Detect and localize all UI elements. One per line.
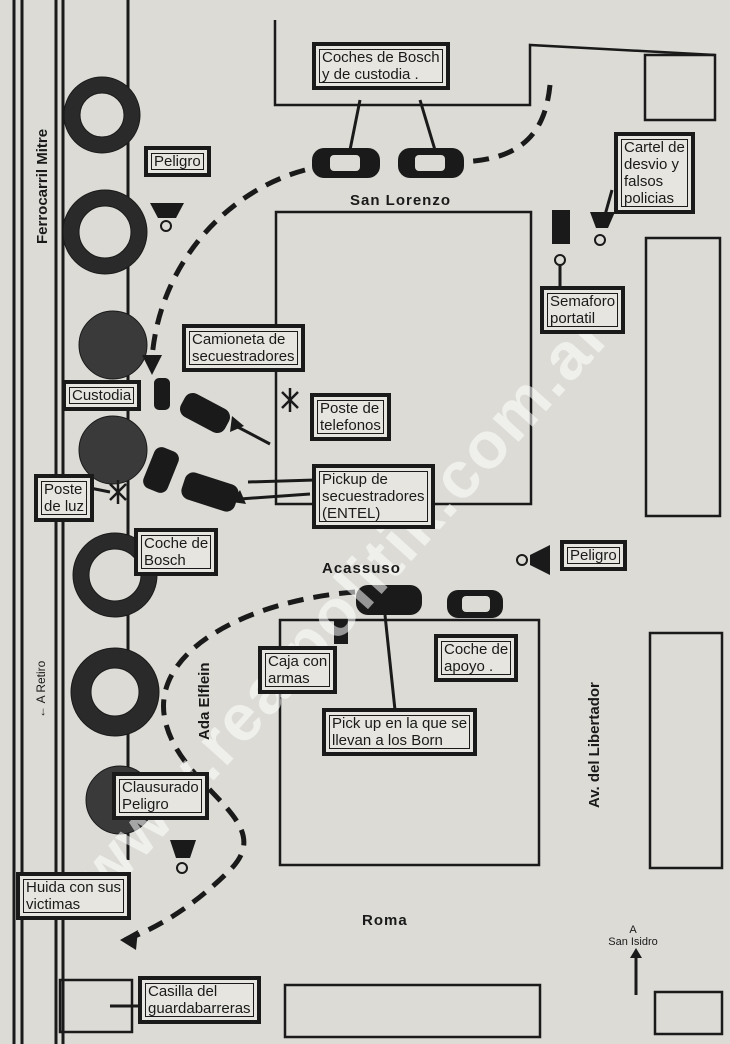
- label-coche-bosch: Coche de Bosch: [134, 528, 219, 576]
- trees: [62, 76, 160, 835]
- arrows: [231, 422, 316, 501]
- label-pickup-born: Pick up en la que se llevan a los Born: [322, 708, 478, 756]
- label-pickup-entel: Pickup de secuestradores (ENTEL): [312, 464, 435, 529]
- north-arrow-head: [630, 948, 642, 958]
- label-casilla: Casilla del guardabarreras: [138, 976, 261, 1024]
- label-coches-bosch: Coches de Bosch y de custodia .: [312, 42, 450, 90]
- car-windows: [330, 155, 490, 612]
- label-poste-telefonos: Poste de telefonos: [310, 393, 391, 441]
- poles: [109, 388, 299, 504]
- street-roma: Roma: [362, 912, 408, 929]
- street-av-libertador: Av. del Libertador: [586, 682, 603, 808]
- street-san-lorenzo: San Lorenzo: [350, 192, 452, 209]
- label-clausurado: Clausurado Peligro: [112, 772, 209, 820]
- label-peligro-1: Peligro: [144, 146, 211, 177]
- street-ada-elflein: Ada Elflein: [196, 662, 213, 740]
- direction-a-retiro: ← A Retiro: [34, 660, 48, 718]
- label-cartel: Cartel de desvio y falsos policias: [614, 132, 695, 214]
- label-poste-luz: Poste de luz: [34, 474, 95, 522]
- street-ferrocarril: Ferrocarril Mitre: [34, 128, 51, 244]
- label-caja-armas: Caja con armas: [258, 646, 338, 694]
- label-custodia: Custodia: [62, 380, 142, 411]
- street-acassuso: Acassuso: [322, 560, 401, 577]
- label-peligro-2: Peligro: [560, 540, 627, 571]
- signs: [150, 203, 615, 874]
- label-huida: Huida con sus victimas: [16, 872, 132, 920]
- label-semaforo: Semaforo portatil: [540, 286, 626, 334]
- label-camioneta: Camioneta de secuestradores: [182, 324, 305, 372]
- direction-a-san-isidro: A San Isidro: [608, 924, 658, 948]
- label-coche-apoyo: Coche de apoyo .: [434, 634, 519, 682]
